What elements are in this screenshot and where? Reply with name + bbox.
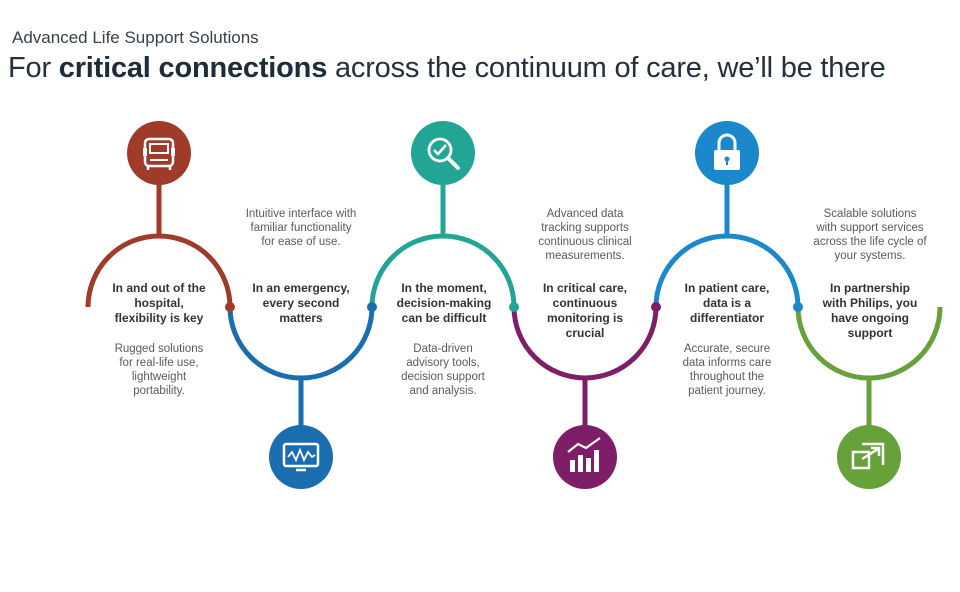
- junction-dot: [509, 302, 519, 312]
- headline-bold: critical connections: [58, 52, 328, 84]
- junction-dot: [651, 302, 661, 312]
- junction-dot: [793, 302, 803, 312]
- stage-3-detail: Data-driven advisory tools, decision sup…: [401, 343, 485, 397]
- bar-chart-icon: [553, 425, 617, 489]
- waveform-screen-icon: [269, 425, 333, 489]
- stage-4-detail: Advanced data tracking supports continuo…: [538, 208, 632, 262]
- stage-5-headline: In patient care, data is a differentiato…: [684, 281, 770, 325]
- junction-dot: [367, 302, 377, 312]
- stage-1-detail: Rugged solutions for real-life use, ligh…: [114, 343, 204, 397]
- magnifier-check-icon: [411, 121, 475, 185]
- page-headline: For critical connections across the cont…: [8, 52, 886, 85]
- stage-6-detail: Scalable solutions with support services…: [813, 208, 927, 262]
- page-subtitle: Advanced Life Support Solutions: [12, 28, 259, 47]
- monitor-device-icon: [127, 121, 191, 185]
- stage-2-detail: Intuitive interface with familiar functi…: [245, 208, 357, 248]
- stage-6-headline: In partnership with Philips, you have on…: [822, 281, 918, 340]
- padlock-icon: [695, 121, 759, 185]
- stage-5-detail: Accurate, secure data informs care throu…: [682, 343, 772, 397]
- stage-1-headline: In and out of the hospital, flexibility …: [112, 281, 206, 325]
- expand-arrow-icon: [837, 425, 901, 489]
- stage-4-headline: In critical care, continuous monitoring …: [542, 281, 628, 340]
- stage-3-headline: In the moment, decision-making can be di…: [396, 281, 492, 325]
- headline-post: across the continuum of care, we’ll be t…: [327, 52, 886, 84]
- stage-2-headline: In an emergency, every second matters: [252, 281, 350, 325]
- headline-pre: For: [8, 52, 59, 84]
- junction-dot: [225, 302, 235, 312]
